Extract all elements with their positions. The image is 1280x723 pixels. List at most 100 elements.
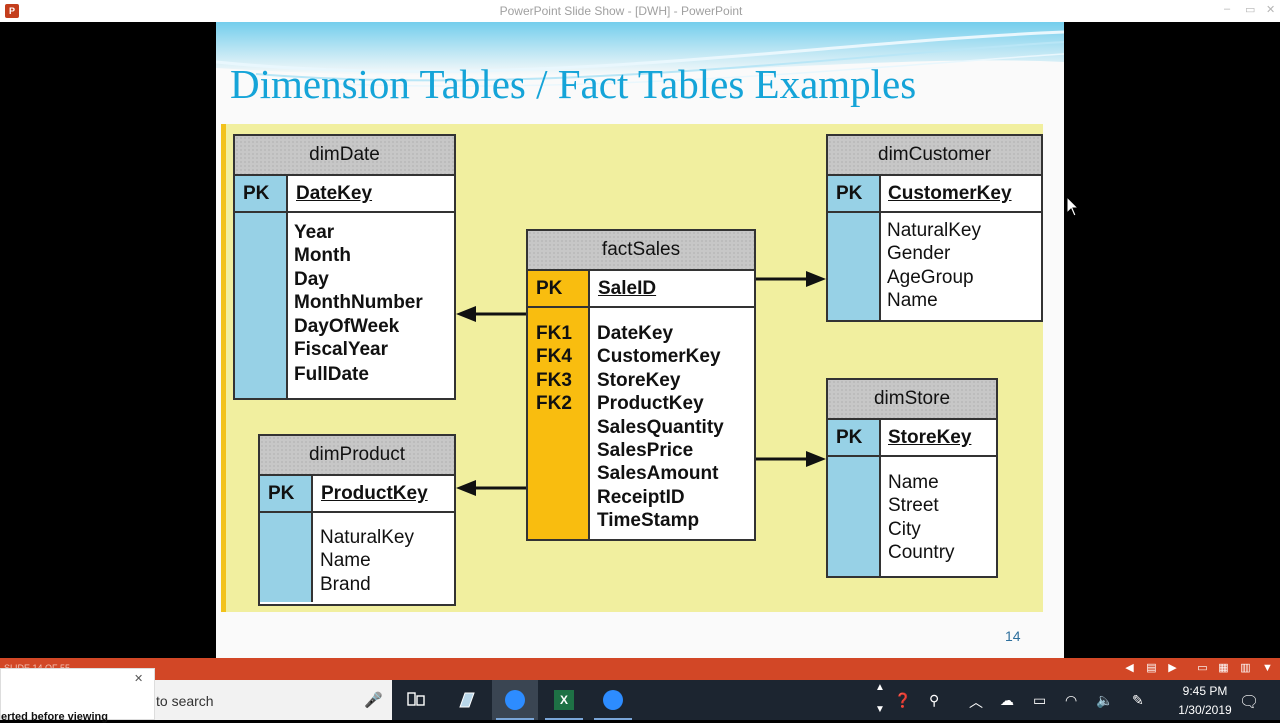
- microphone-icon[interactable]: 🎤: [364, 692, 383, 709]
- slide-sorter-icon[interactable]: ▦: [1218, 662, 1229, 674]
- zoom-icon: [505, 690, 525, 710]
- primary-key: CustomerKey: [888, 183, 1012, 204]
- table-dimproduct: dimProduct PK ProductKey NaturalKey Name…: [258, 434, 456, 606]
- attribute: Name: [888, 472, 939, 493]
- table-dimstore: dimStore PK StoreKey Name Street City Co…: [826, 378, 998, 578]
- primary-key: SaleID: [598, 278, 657, 299]
- primary-key-row: PK StoreKey: [828, 420, 996, 457]
- attribute: TimeStamp: [597, 510, 700, 532]
- taskbar-app-edit[interactable]: [442, 680, 488, 720]
- table-header: dimDate: [235, 136, 454, 176]
- onedrive-cloud-icon[interactable]: ☁: [1000, 692, 1014, 708]
- attribute: City: [888, 518, 921, 540]
- table-header: factSales: [528, 231, 754, 271]
- next-slide-icon[interactable]: ▶: [1168, 662, 1177, 674]
- clock-time[interactable]: 9:45 PM: [1182, 684, 1228, 698]
- slide-header-decoration: [216, 22, 1064, 87]
- pk-label: PK: [836, 183, 863, 204]
- close-icon[interactable]: ✕: [134, 673, 144, 685]
- search-placeholder: to search: [156, 693, 214, 709]
- attribute: Day: [294, 268, 329, 290]
- attribute-list: FK1 FK4 FK3 FK2 DateKey CustomerKey Stor…: [528, 308, 754, 539]
- relationship-arrow-dimcustomer: [756, 271, 826, 287]
- primary-key-row: PK DateKey: [235, 176, 454, 213]
- diagram-background-edge: [221, 124, 226, 612]
- table-factsales: factSales PK SaleID FK1 FK4 FK3 FK2 Date…: [526, 229, 756, 541]
- restore-button[interactable]: ▭: [1245, 4, 1256, 16]
- action-center-icon[interactable]: 🗨: [1239, 694, 1260, 711]
- reading-view-icon[interactable]: ▥: [1240, 662, 1251, 674]
- attribute: NaturalKey: [887, 220, 981, 241]
- taskbar-app-zoom-active[interactable]: [492, 680, 538, 720]
- taskbar-app-excel[interactable]: X: [541, 680, 587, 720]
- attribute: CustomerKey: [597, 346, 721, 368]
- attribute: NaturalKey: [320, 527, 414, 548]
- slide[interactable]: Dimension Tables / Fact Tables Examples …: [216, 22, 1064, 658]
- attribute: Month: [294, 245, 351, 267]
- mouse-cursor-icon: [1066, 196, 1080, 217]
- table-dimcustomer: dimCustomer PK CustomerKey NaturalKey Ge…: [826, 134, 1043, 322]
- powerpoint-app-icon[interactable]: P: [5, 4, 19, 18]
- taskbar: to search 🎤 X ▲ ▼ ❓ ⚲ ︿ ☁ ▭ ◠ 🔈 ✎ 🗨: [0, 680, 1280, 720]
- attribute: Name: [887, 290, 938, 312]
- attribute: MonthNumber: [294, 292, 423, 314]
- people-icon[interactable]: ⚲: [929, 692, 940, 708]
- zoom-icon: [603, 690, 623, 710]
- slide-title: Dimension Tables / Fact Tables Examples: [230, 61, 917, 107]
- fk-label: FK1: [536, 323, 572, 344]
- help-icon[interactable]: ❓: [894, 692, 912, 708]
- slide-menu-icon[interactable]: ▤: [1146, 662, 1157, 674]
- primary-key-row: PK CustomerKey: [828, 176, 1041, 213]
- relationship-arrow-dimdate: [456, 306, 526, 322]
- previous-slide-icon[interactable]: ◀: [1125, 662, 1134, 674]
- pk-label: PK: [836, 427, 863, 448]
- attribute: ProductKey: [597, 393, 704, 415]
- attribute: ReceiptID: [597, 486, 685, 508]
- primary-key: ProductKey: [321, 483, 428, 504]
- fk-label: FK3: [536, 369, 572, 391]
- battery-icon[interactable]: ▭: [1033, 692, 1047, 708]
- primary-key: DateKey: [296, 183, 373, 204]
- taskbar-app-zoom[interactable]: [590, 680, 636, 720]
- attribute: Street: [888, 495, 939, 517]
- attribute-list: Year Month Day MonthNumber DayOfWeek Fis…: [235, 213, 454, 398]
- relationship-arrow-dimstore: [756, 451, 826, 467]
- pk-label: PK: [243, 183, 270, 204]
- fk-label: FK4: [536, 346, 572, 368]
- excel-icon: X: [554, 690, 574, 710]
- clock-date[interactable]: 1/30/2019: [1178, 703, 1232, 717]
- close-button[interactable]: ✕: [1266, 4, 1276, 16]
- attribute: SalesPrice: [597, 440, 694, 461]
- attribute-list: NaturalKey Name Brand: [260, 513, 454, 602]
- attribute: Year: [294, 222, 335, 243]
- scroll-up-icon[interactable]: ▲: [875, 682, 885, 693]
- scroll-down-icon[interactable]: ▼: [875, 704, 885, 715]
- attribute: AgeGroup: [887, 266, 974, 288]
- show-hidden-icons-chevron-icon[interactable]: ︿: [969, 694, 983, 710]
- window-title: PowerPoint Slide Show - [DWH] - PowerPoi…: [499, 4, 743, 18]
- table-header: dimStore: [828, 380, 996, 420]
- notification-text: erted before viewing: [1, 711, 108, 723]
- minimize-button[interactable]: –: [1224, 3, 1231, 15]
- normal-view-icon[interactable]: ▭: [1197, 662, 1208, 674]
- attribute: Country: [888, 542, 955, 564]
- slideshow-icon[interactable]: ▼: [1262, 662, 1273, 674]
- pen-icon[interactable]: ✎: [1132, 692, 1144, 708]
- relationship-arrow-dimproduct: [456, 480, 526, 496]
- attribute: FiscalYear: [294, 339, 389, 360]
- attribute: Name: [320, 550, 371, 572]
- volume-icon[interactable]: 🔈: [1096, 692, 1114, 708]
- table-dimdate: dimDate PK DateKey Year Month Day MonthN…: [233, 134, 456, 400]
- notification-popup[interactable]: ✕ erted before viewing: [0, 668, 155, 723]
- primary-key-row: PK ProductKey: [260, 476, 454, 513]
- primary-key: StoreKey: [888, 427, 972, 448]
- task-view-button[interactable]: [393, 680, 439, 720]
- table-header: dimCustomer: [828, 136, 1041, 176]
- attribute: SalesAmount: [597, 463, 719, 485]
- fk-label: FK2: [536, 393, 572, 415]
- attribute-list: NaturalKey Gender AgeGroup Name: [828, 213, 1041, 320]
- attribute: Gender: [887, 243, 951, 265]
- pk-label: PK: [268, 483, 295, 504]
- wifi-icon[interactable]: ◠: [1065, 692, 1078, 708]
- window-titlebar: P PowerPoint Slide Show - [DWH] - PowerP…: [0, 0, 1280, 22]
